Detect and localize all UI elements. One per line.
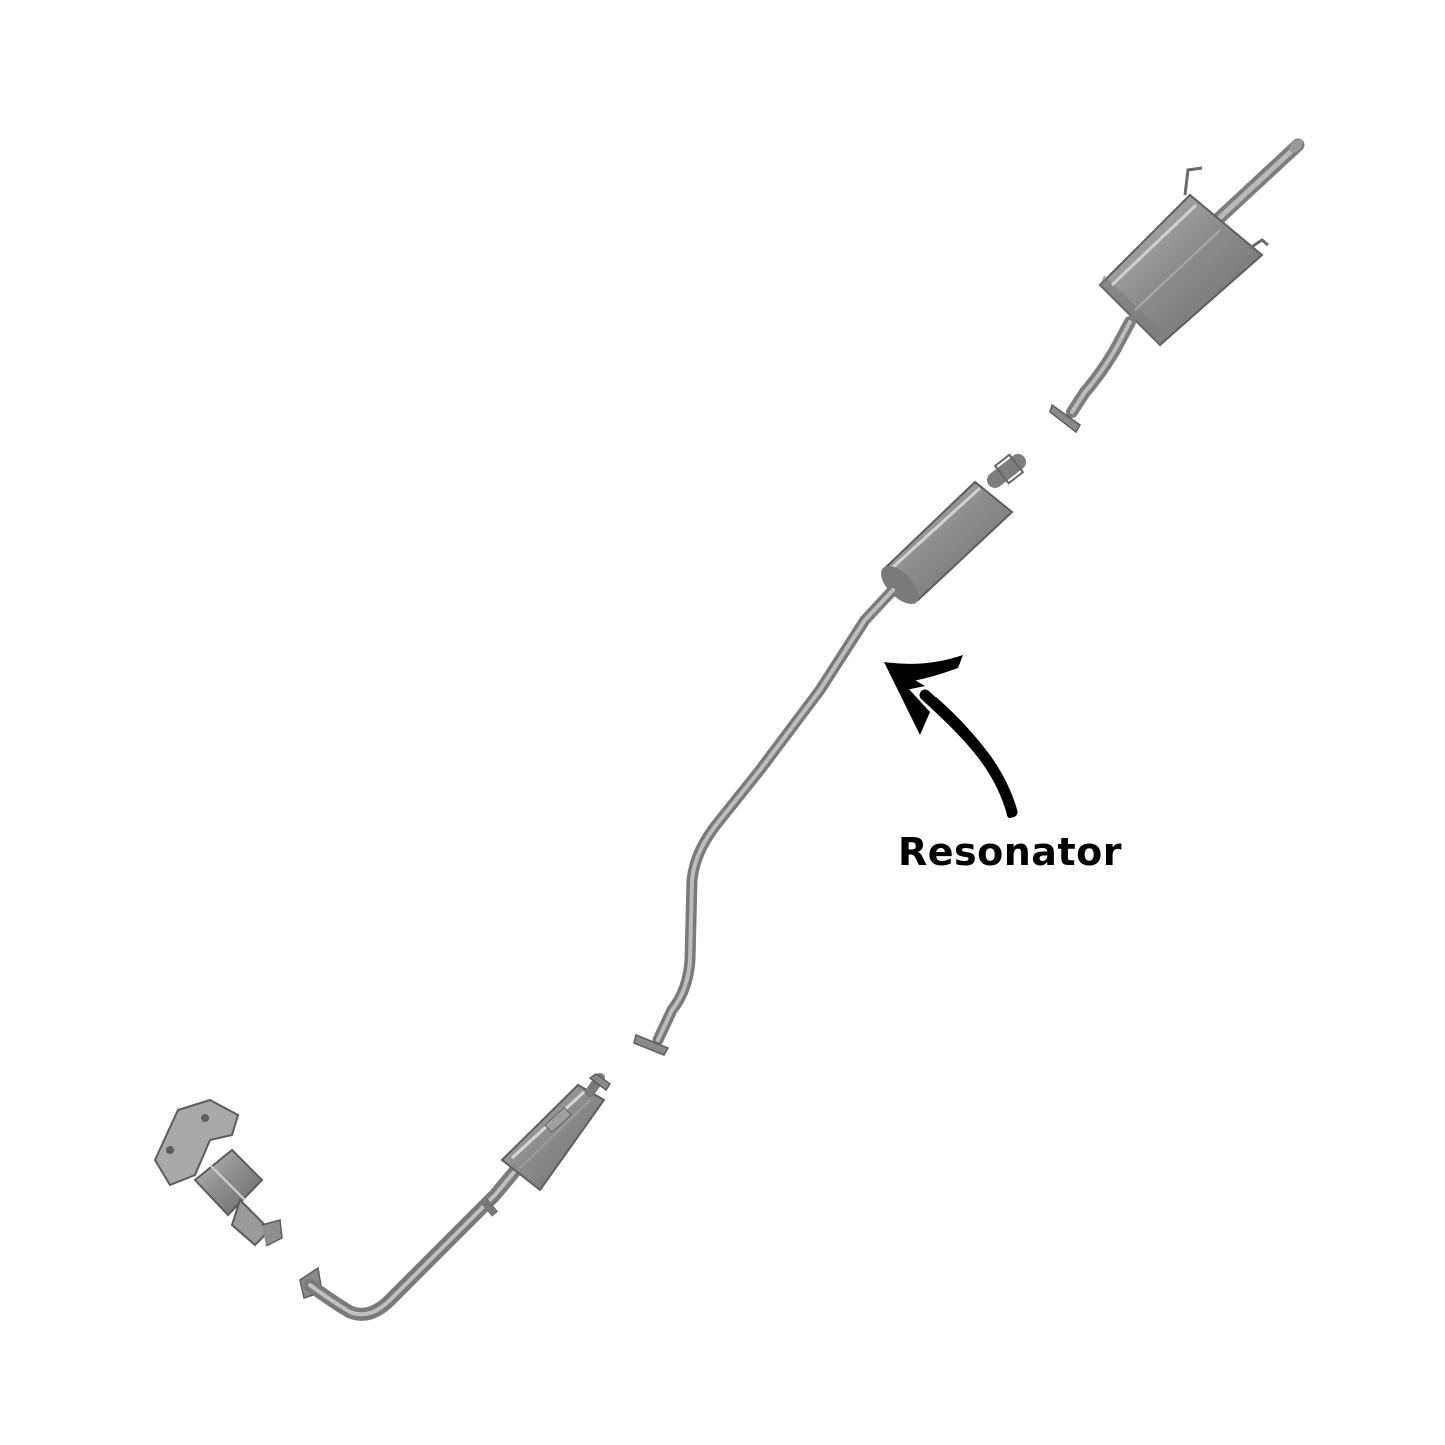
front-pipe (303, 1158, 527, 1321)
muffler-hanger (1249, 238, 1269, 250)
catalytic-converter (500, 1083, 606, 1192)
rear-muffler-assembly (1049, 138, 1305, 434)
front-pipe-catalytic-assembly (299, 1073, 612, 1321)
arrow-curved-icon (884, 655, 1018, 818)
rear-muffler-body (1098, 193, 1264, 347)
muffler-hanger (1183, 166, 1203, 196)
resonator-pipe-flange (633, 1033, 670, 1056)
resonator-body (881, 480, 1014, 604)
resonator-assembly (633, 453, 1026, 1056)
muffler-inlet-flange (1049, 403, 1081, 434)
exhaust-manifold (153, 1098, 283, 1247)
resonator-pipe (652, 584, 899, 1046)
resonator-label: Resonator (898, 830, 1122, 874)
